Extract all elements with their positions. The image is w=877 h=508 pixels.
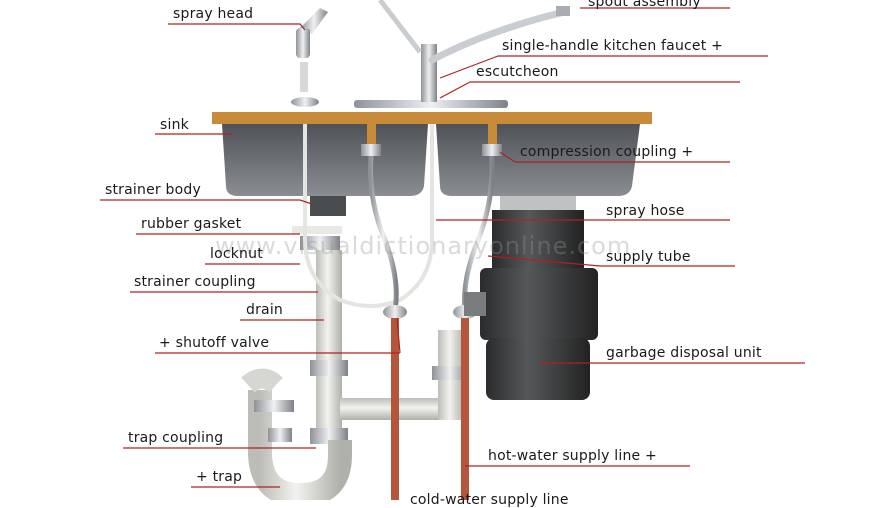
label-compression-coupling: compression coupling + (520, 144, 694, 160)
label-garbage-disposal-unit: garbage disposal unit (606, 345, 762, 361)
label-sink: sink (160, 117, 189, 133)
leader-line (487, 255, 735, 267)
garbage-disposal (480, 196, 598, 400)
label-supply-tube: supply tube (606, 249, 691, 265)
label-single-handle-faucet: single-handle kitchen faucet + (502, 38, 724, 54)
trap-pipe (248, 390, 352, 500)
leader-line (439, 55, 768, 79)
label-rubber-gasket: rubber gasket (141, 216, 242, 232)
label-trap-coupling: trap coupling (128, 430, 224, 446)
label-hot-water-supply-line: hot-water supply line + (488, 448, 657, 464)
label-spout-assembly: spout assembly (588, 0, 701, 10)
drain-pipe (316, 250, 342, 430)
sink-basins (222, 124, 640, 196)
label-cold-water-supply-line: cold-water supply line (410, 492, 569, 508)
spray-head (291, 8, 328, 107)
faucet-assembly (354, 0, 570, 108)
leader-line (439, 81, 740, 99)
countertop (212, 112, 652, 124)
label-trap: + trap (196, 469, 243, 485)
label-spray-head: spray head (173, 6, 254, 22)
spray-hose (303, 124, 434, 308)
hot-water-line (461, 318, 469, 500)
leader-lines (100, 7, 805, 488)
label-locknut: locknut (210, 246, 263, 262)
label-shutoff-valve: + shutoff valve (159, 335, 270, 351)
label-spray-hose: spray hose (606, 203, 685, 219)
leader-line (499, 151, 730, 163)
label-escutcheon: escutcheon (476, 64, 559, 80)
label-drain: drain (246, 302, 283, 318)
leader-line (155, 317, 401, 354)
cold-water-line (391, 318, 399, 500)
leader-line (168, 23, 306, 31)
leader-line (100, 199, 313, 205)
label-strainer-body: strainer body (105, 182, 201, 198)
label-strainer-coupling: strainer coupling (134, 274, 256, 290)
watermark: www.visualdictionaryonline.com (215, 232, 632, 260)
